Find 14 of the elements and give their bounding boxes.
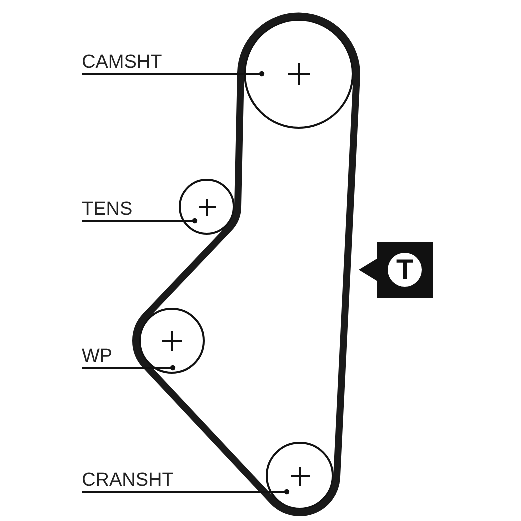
leader-line (82, 218, 198, 224)
leader-line (82, 365, 176, 371)
tag-letter: T (396, 256, 414, 284)
leader-line (82, 489, 290, 495)
part-label: CAMSHT (82, 53, 162, 73)
part-label: WP (82, 347, 113, 367)
part-label: CRANSHT (82, 471, 174, 491)
pulley (139, 308, 205, 374)
pulley (179, 179, 235, 235)
leader-line (82, 71, 265, 77)
pulley (244, 19, 354, 129)
part-label: TENS (82, 200, 133, 220)
callout-tag (359, 242, 433, 298)
pulley (266, 442, 334, 510)
